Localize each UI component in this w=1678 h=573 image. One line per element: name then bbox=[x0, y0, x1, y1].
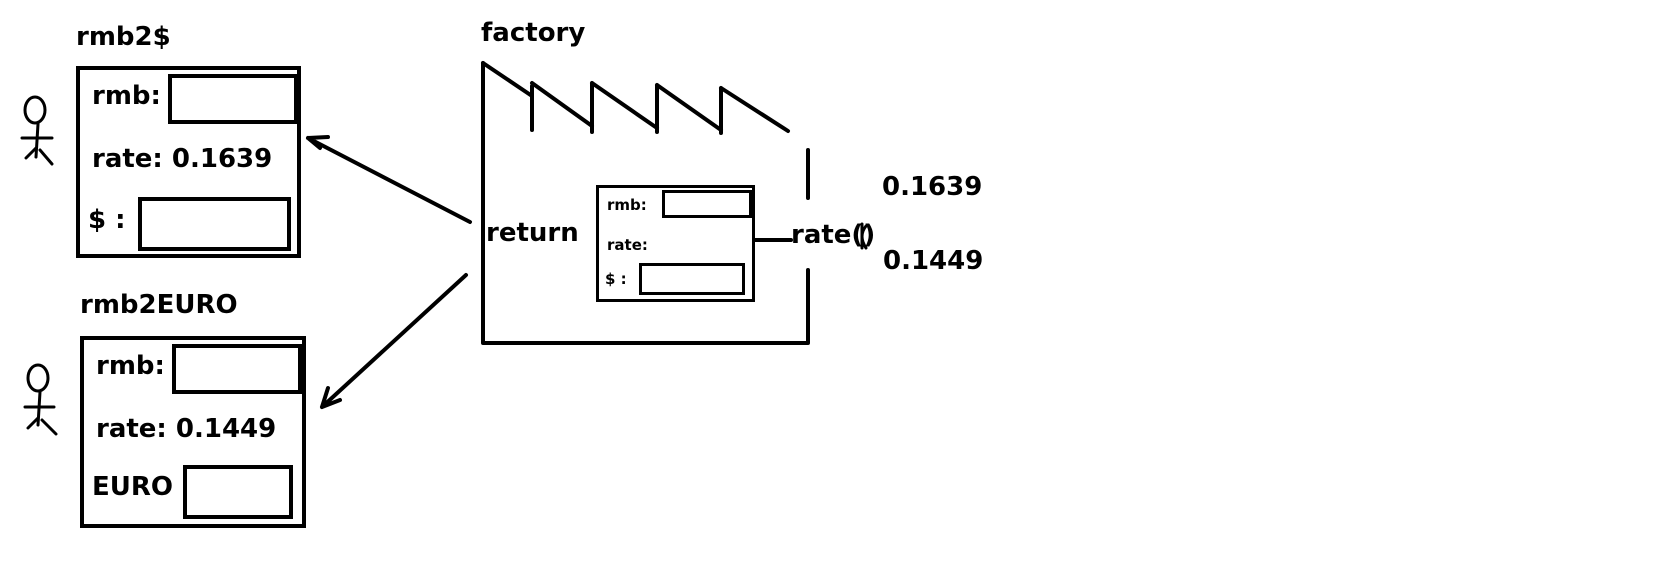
euro-rmb-label: rmb: bbox=[96, 351, 165, 381]
factory-return-label: return bbox=[486, 218, 579, 248]
template-rate-label: rate: bbox=[607, 236, 648, 254]
usd-panel: rmb: rate: 0.1639 $ : bbox=[76, 66, 301, 258]
factory-rate-param: rate() bbox=[791, 220, 876, 250]
factory-template-box: rmb: rate: $ : bbox=[596, 185, 755, 302]
euro-panel: rmb: rate: 0.1449 EURO bbox=[80, 336, 306, 528]
usd-output-field[interactable] bbox=[138, 197, 291, 251]
template-rmb-input[interactable] bbox=[662, 190, 752, 218]
template-output-label: $ : bbox=[605, 270, 627, 288]
user-figure-1 bbox=[20, 95, 54, 166]
factory-walls bbox=[481, 61, 810, 345]
usd-panel-title: rmb2$ bbox=[76, 22, 171, 52]
factory-roof bbox=[481, 61, 790, 135]
user-figure-2 bbox=[23, 363, 58, 436]
rate-value-euro: 0.1449 bbox=[883, 246, 984, 276]
arrow-to-euro bbox=[320, 273, 468, 409]
rate-value-usd: 0.1639 bbox=[882, 172, 983, 202]
euro-output-label: EURO bbox=[92, 472, 173, 502]
template-output-field[interactable] bbox=[639, 263, 745, 295]
template-rmb-label: rmb: bbox=[607, 196, 647, 214]
usd-rate-label: rate: 0.1639 bbox=[92, 144, 273, 174]
euro-rate-label: rate: 0.1449 bbox=[96, 414, 277, 444]
factory-title: factory bbox=[481, 18, 586, 48]
arrow-to-usd bbox=[306, 135, 472, 224]
usd-output-label: $ : bbox=[88, 205, 126, 235]
euro-panel-title: rmb2EURO bbox=[80, 290, 238, 320]
euro-rmb-input[interactable] bbox=[172, 344, 302, 394]
usd-rmb-label: rmb: bbox=[92, 81, 161, 111]
usd-rmb-input[interactable] bbox=[168, 74, 298, 124]
euro-output-field[interactable] bbox=[183, 465, 293, 519]
